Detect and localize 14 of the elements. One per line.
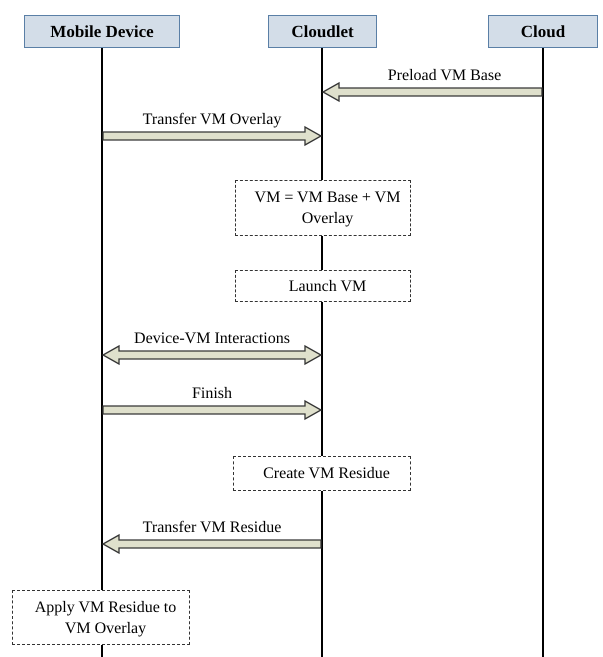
- activity-box: Apply VM Residue to VM Overlay: [12, 590, 190, 645]
- lifeline: [542, 48, 544, 657]
- activity-box: Launch VM: [235, 270, 411, 302]
- participant-box: Cloud: [488, 15, 598, 48]
- participant-box: Mobile Device: [24, 15, 180, 48]
- edge-label: Transfer VM Overlay: [142, 111, 282, 129]
- block-arrow: [102, 344, 322, 366]
- block-arrow: [102, 534, 322, 554]
- activity-box: Create VM Residue: [233, 456, 411, 491]
- lifeline: [101, 48, 103, 657]
- block-arrow: [102, 400, 322, 420]
- block-arrow: [322, 82, 543, 102]
- participant-box: Cloudlet: [268, 15, 377, 48]
- activity-box: VM = VM Base + VM Overlay: [235, 180, 411, 236]
